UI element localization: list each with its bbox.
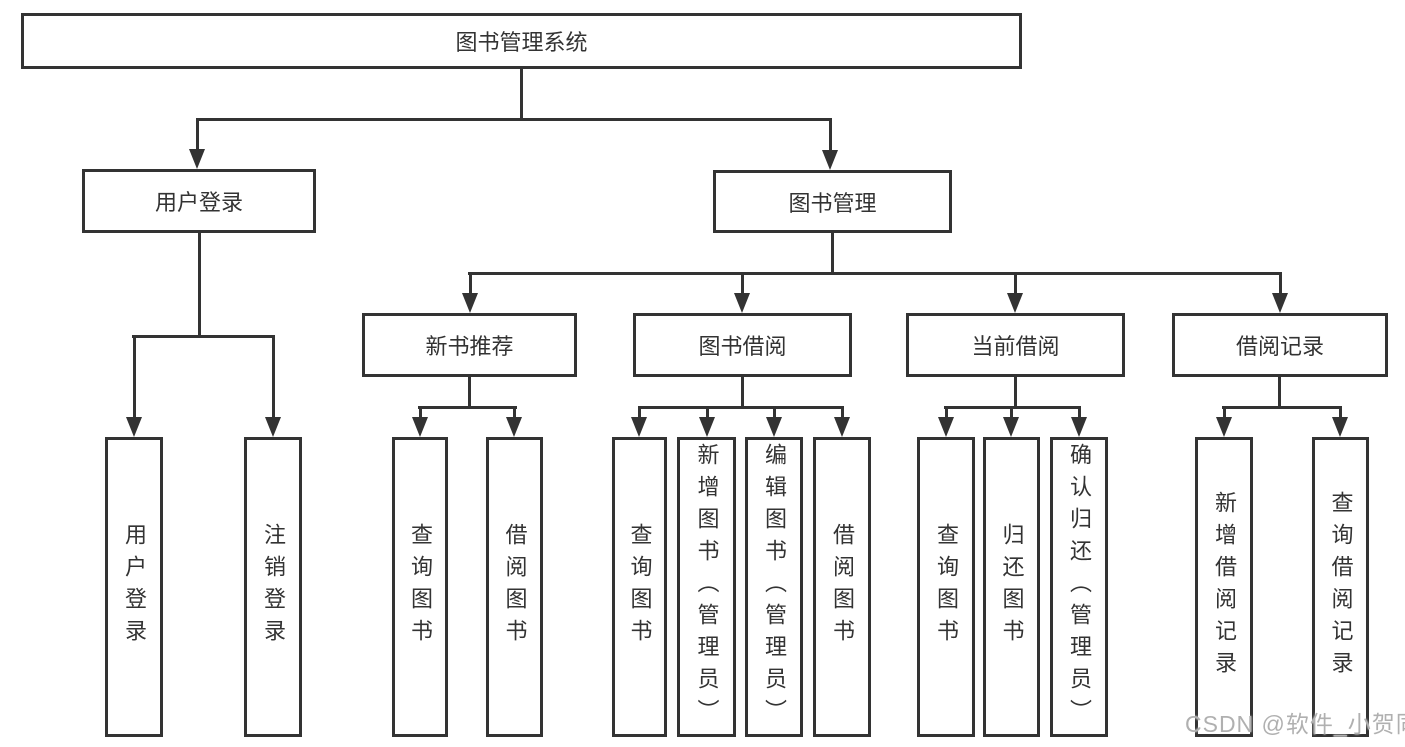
connector-line: [513, 408, 516, 420]
connector-line: [196, 120, 199, 151]
connector-line: [1278, 377, 1281, 408]
arrow-down-icon: [822, 150, 838, 170]
connector-line: [741, 274, 744, 296]
connector-line: [831, 233, 834, 274]
node-book-management: 图书管理: [713, 170, 952, 233]
connector-line: [520, 69, 523, 120]
leaf-current-query-books: 查询图书: [917, 437, 975, 737]
connector-line: [198, 233, 201, 337]
leaf-current-confirm-return-admin: 确认归还（管理员）: [1050, 437, 1108, 737]
connector-line: [1014, 377, 1017, 408]
arrow-down-icon: [1332, 417, 1348, 437]
node-borrowing-records: 借阅记录: [1172, 313, 1388, 377]
node-user-login: 用户登录: [82, 169, 316, 233]
connector-line: [773, 408, 776, 420]
connector-line: [741, 377, 744, 408]
leaf-borrow-edit-books-admin: 编辑图书（管理员）: [745, 437, 803, 737]
leaf-newrec-query-books: 查询图书: [392, 437, 448, 737]
leaf-logout-login: 注销登录: [244, 437, 302, 737]
connector-line: [829, 120, 832, 152]
arrow-down-icon: [699, 417, 715, 437]
arrow-down-icon: [506, 417, 522, 437]
arrow-down-icon: [631, 417, 647, 437]
arrow-down-icon: [1003, 417, 1019, 437]
arrow-down-icon: [189, 149, 205, 169]
arrow-down-icon: [412, 417, 428, 437]
leaf-borrow-query-books: 查询图书: [612, 437, 667, 737]
connector-line: [468, 272, 1282, 275]
connector-line: [418, 406, 517, 409]
connector-line: [1339, 408, 1342, 420]
connector-line: [468, 377, 471, 408]
connector-line: [133, 337, 136, 419]
connector-line: [1279, 274, 1282, 296]
arrow-down-icon: [1216, 417, 1232, 437]
arrow-down-icon: [1272, 293, 1288, 313]
connector-line: [944, 406, 1081, 409]
connector-line: [132, 335, 275, 338]
arrow-down-icon: [1007, 293, 1023, 313]
connector-line: [1222, 406, 1342, 409]
connector-line: [419, 408, 422, 420]
leaf-records-query-borrow-record: 查询借阅记录: [1312, 437, 1369, 737]
arrow-down-icon: [126, 417, 142, 437]
connector-line: [706, 408, 709, 420]
connector-line: [272, 337, 275, 419]
connector-line: [638, 406, 844, 409]
connector-line: [1014, 274, 1017, 296]
connector-line: [469, 274, 472, 296]
arrow-down-icon: [1071, 417, 1087, 437]
leaf-newrec-borrow-books: 借阅图书: [486, 437, 543, 737]
leaf-current-return-books: 归还图书: [983, 437, 1040, 737]
arrow-down-icon: [766, 417, 782, 437]
node-current-borrowing: 当前借阅: [906, 313, 1125, 377]
arrow-down-icon: [834, 417, 850, 437]
connector-line: [1078, 408, 1081, 420]
node-book-borrowing: 图书借阅: [633, 313, 852, 377]
connector-line: [638, 408, 641, 420]
connector-line: [1010, 408, 1013, 420]
csdn-watermark: CSDN @软件_小贺同学: [1185, 711, 1405, 737]
arrow-down-icon: [462, 293, 478, 313]
connector-line: [841, 408, 844, 420]
connector-line: [1223, 408, 1226, 420]
leaf-borrow-borrow-books: 借阅图书: [813, 437, 871, 737]
arrow-down-icon: [265, 417, 281, 437]
leaf-user-login: 用户登录: [105, 437, 163, 737]
connector-line: [945, 408, 948, 420]
leaf-records-add-borrow-record: 新增借阅记录: [1195, 437, 1253, 737]
connector-line: [196, 118, 832, 121]
arrow-down-icon: [938, 417, 954, 437]
leaf-borrow-add-books-admin: 新增图书（管理员）: [677, 437, 736, 737]
node-new-book-recommendation: 新书推荐: [362, 313, 577, 377]
arrow-down-icon: [734, 293, 750, 313]
node-library-system: 图书管理系统: [21, 13, 1022, 69]
